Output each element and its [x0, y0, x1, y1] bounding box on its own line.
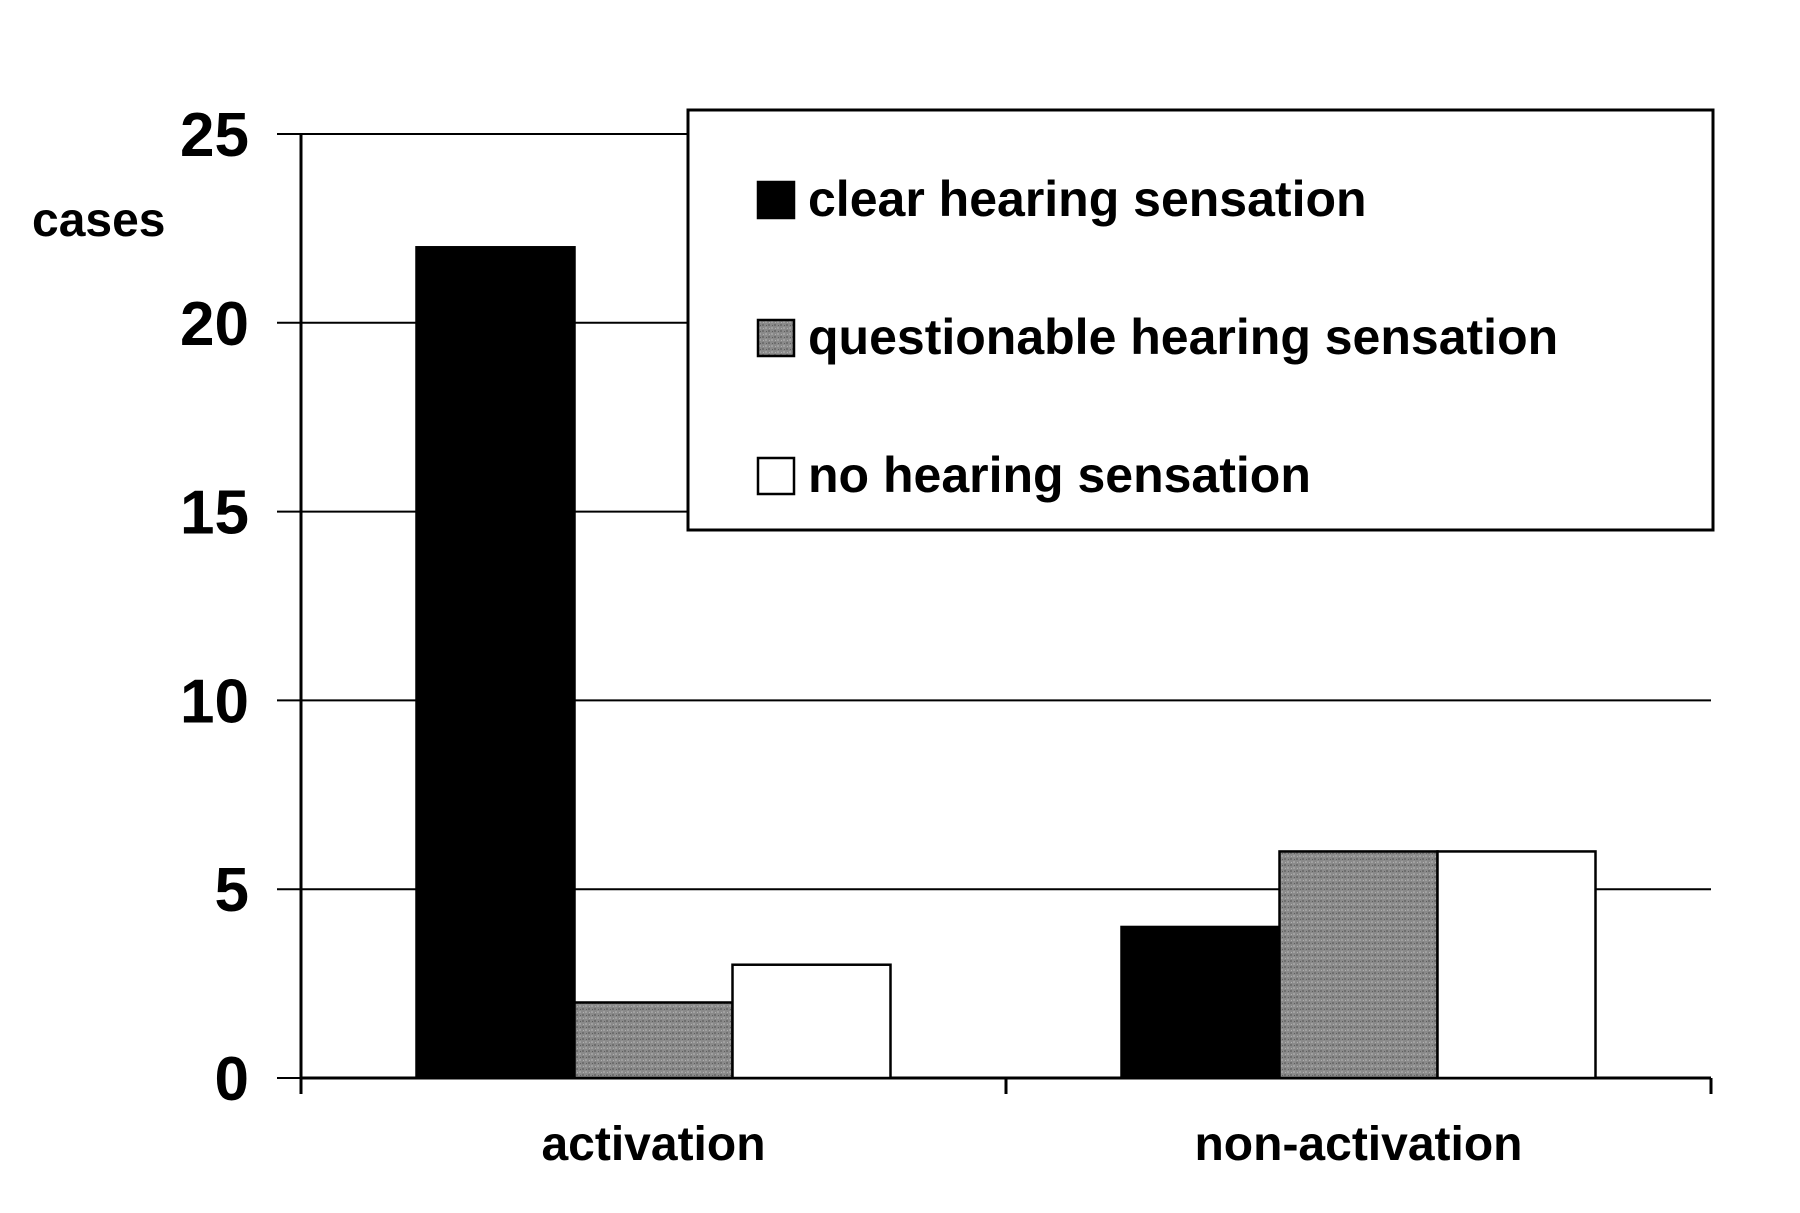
x-category-label: activation [541, 1118, 765, 1171]
y-tick-label: 20 [180, 290, 249, 359]
legend-box [686, 108, 1715, 532]
bar-activation-1 [573, 1001, 734, 1080]
y-tick-label: 15 [180, 479, 249, 548]
x-category-label: non-activation [1194, 1118, 1522, 1171]
y-tick-label: 5 [215, 856, 249, 925]
bar-activation-0 [415, 246, 576, 1080]
legend-label: questionable hearing sensation [808, 309, 1558, 365]
bar-non-activation-0 [1120, 925, 1281, 1080]
y-tick-label: 10 [180, 667, 249, 736]
legend-label: clear hearing sensation [808, 171, 1367, 227]
legend-swatch [756, 180, 796, 220]
y-axis-label: cases [32, 194, 165, 247]
y-tick-label: 0 [215, 1045, 249, 1114]
bar-activation-2 [731, 963, 892, 1080]
legend: clear hearing sensation questionable hear… [686, 108, 1715, 532]
bar-non-activation-1 [1278, 850, 1439, 1080]
legend-swatch [756, 318, 796, 358]
legend-label: no hearing sensation [808, 447, 1311, 503]
legend-swatch [756, 456, 796, 496]
axis-labels: cases 0 5 10 15 20 25 activation non-activation [32, 101, 1523, 1171]
bar-non-activation-2 [1436, 850, 1597, 1080]
y-tick-label: 25 [180, 101, 249, 170]
bars [415, 246, 1597, 1080]
